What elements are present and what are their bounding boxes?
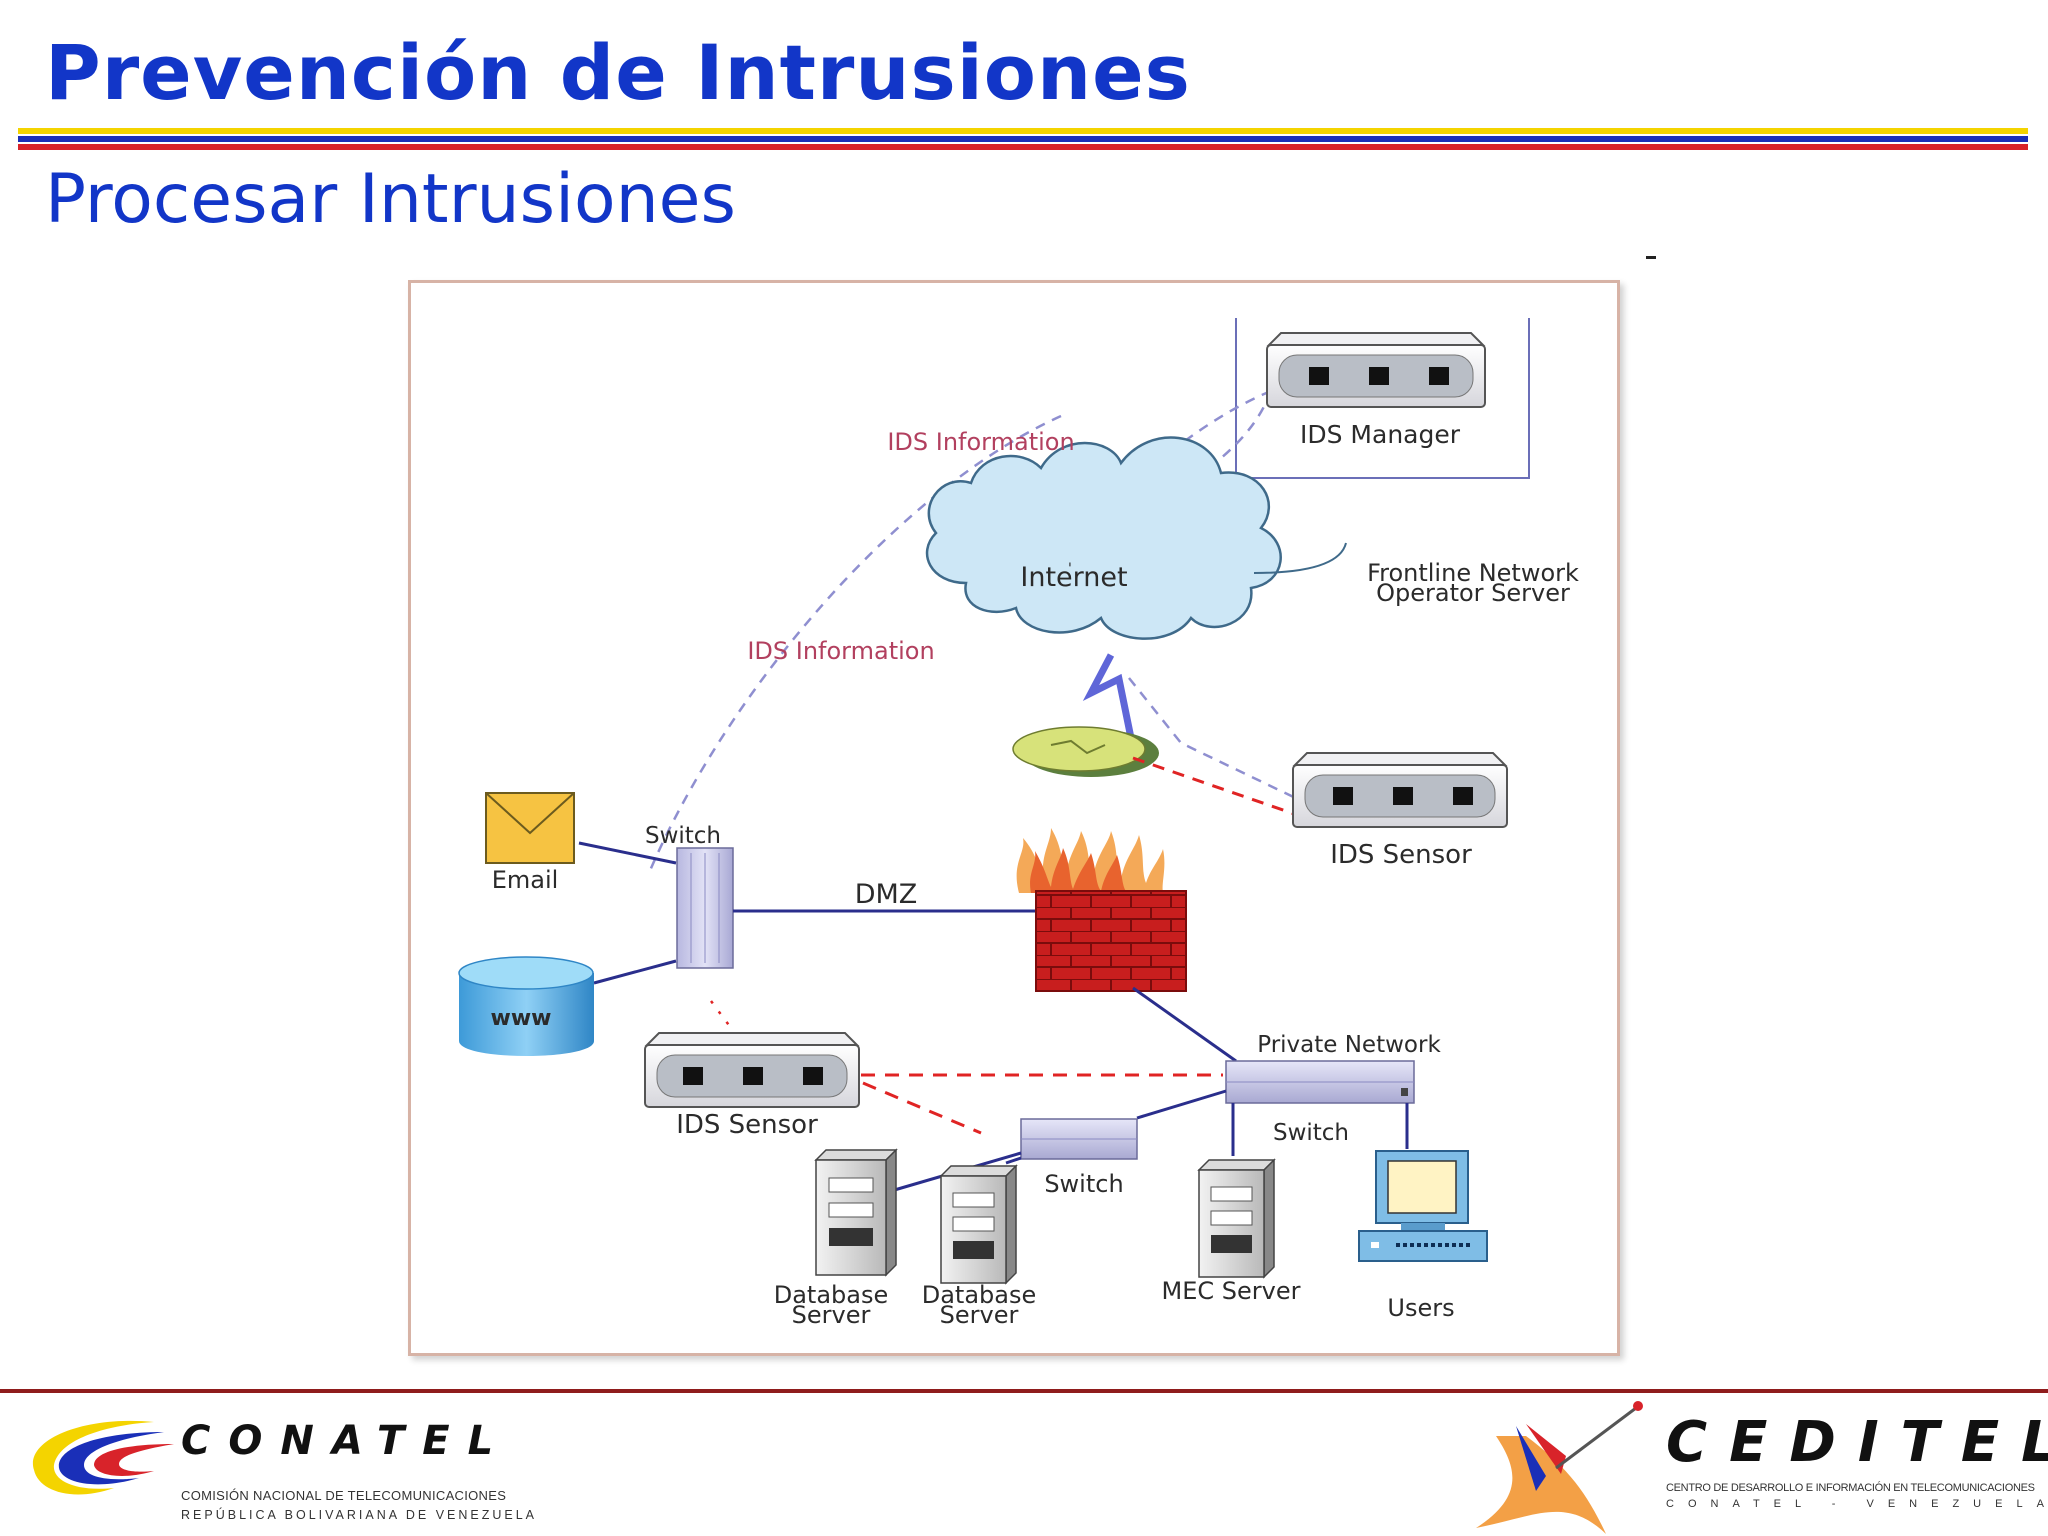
db1-label-line2: Server <box>792 1301 871 1329</box>
stripe-yellow <box>18 128 2028 134</box>
slide-title: Prevención de Intrusiones <box>45 28 1191 117</box>
ids-sensor-right-label: IDS Sensor <box>1330 840 1472 870</box>
ids-information-top-label: IDS Information <box>887 428 1074 456</box>
ids-information-dashed-link-manager <box>1180 390 1273 494</box>
title-underline-stripes <box>18 128 2028 150</box>
www-database-icon <box>458 956 594 1056</box>
conatel-logo: CONATEL COMISIÓN NACIONAL DE TELECOMUNIC… <box>14 1400 534 1530</box>
stripe-red <box>18 144 2028 150</box>
wireless-link-bolt <box>1082 653 1135 739</box>
dmz-label: DMZ <box>855 879 918 910</box>
internet-label-mark: ' <box>1068 561 1072 577</box>
lower-switch-sensor-alert-dashed <box>862 1081 982 1135</box>
slide-subtitle: Procesar Intrusiones <box>45 160 736 239</box>
ids-sensor-icon-left <box>644 1032 860 1108</box>
conatel-subtitle-2: REPÚBLICA BOLIVARIANA DE VENEZUELA <box>181 1508 538 1522</box>
stray-dash-mark <box>1646 256 1656 259</box>
ids-manager-frame <box>1235 318 1530 479</box>
switch-icon-lower <box>1020 1118 1138 1160</box>
switch-lower-label: Switch <box>1044 1170 1123 1198</box>
frontline-label-line1: Frontline Network <box>1367 559 1579 587</box>
router-icon <box>1012 726 1159 777</box>
server-tower-icon-mec <box>1197 1158 1276 1279</box>
conatel-subtitle-1: COMISIÓN NACIONAL DE TELECOMUNICACIONES <box>181 1488 507 1503</box>
ceditel-logo: CEDITEL CENTRO DE DESARROLLO E INFORMACI… <box>1466 1396 2048 1534</box>
internet-cloud-icon <box>925 436 1282 640</box>
server-tower-icon-db2 <box>939 1164 1018 1285</box>
router-alert-dashed-link <box>1132 756 1307 820</box>
www-label: www <box>491 1006 552 1031</box>
firewall-icon <box>1016 828 1187 992</box>
email-switch-link <box>578 841 677 865</box>
users-label: Users <box>1387 1294 1454 1322</box>
internet-label: Internet <box>1020 562 1127 593</box>
private-network-label: Private Network <box>1257 1032 1441 1058</box>
ids-manager-label: IDS Manager <box>1300 420 1461 449</box>
ids-sensor-left-label: IDS Sensor <box>676 1110 818 1140</box>
ids-information-mid-label: IDS Information <box>747 637 934 665</box>
lower-switch-db2-link <box>1005 1156 1022 1165</box>
switch-icon <box>676 847 734 969</box>
switch-left-label: Switch <box>645 823 721 849</box>
mec-server-label: MEC Server <box>1162 1277 1301 1305</box>
ceditel-subtitle-2: CONATEL - VENEZUELA <box>1666 1498 2048 1510</box>
db2-label-line2: Server <box>940 1301 1019 1329</box>
user-computer-icon <box>1358 1150 1488 1262</box>
www-switch-link <box>593 959 677 985</box>
switch-private-label: Switch <box>1273 1120 1349 1146</box>
server-tower-icon-db1 <box>814 1148 898 1277</box>
ids-sensor-icon <box>1292 752 1508 828</box>
ceditel-satellite-icon <box>1476 1401 1643 1534</box>
firewall-private-link <box>1132 986 1237 1063</box>
ceditel-subtitle-1: CENTRO DE DESARROLLO E INFORMACIÓN EN TE… <box>1666 1482 2035 1494</box>
footer-divider-line <box>0 1389 2048 1393</box>
conatel-wordmark: CONATEL <box>181 1418 512 1464</box>
switch-sensor-dotted <box>709 1000 733 1029</box>
conatel-swoosh-icon <box>32 1420 174 1495</box>
ids-information-dashed-link-outer <box>647 414 1062 874</box>
frontline-label-line2: Operator Server <box>1376 579 1570 607</box>
sensor-dashed-link <box>1128 677 1307 805</box>
db1-label-line1: Database <box>774 1281 889 1309</box>
network-diagram: Internet ' IDS Manager IDS Information F… <box>408 280 1620 1356</box>
stripe-blue <box>18 136 2028 142</box>
db2-label-line1: Database <box>922 1281 1037 1309</box>
ceditel-wordmark: CEDITEL <box>1666 1410 2048 1475</box>
switch-icon-private <box>1225 1060 1415 1104</box>
email-label: Email <box>492 866 559 894</box>
cloud-callout <box>1253 542 1347 574</box>
ids-manager-icon <box>1266 332 1486 408</box>
private-lower-switch-link <box>1136 1089 1227 1120</box>
email-envelope-icon <box>485 792 575 864</box>
